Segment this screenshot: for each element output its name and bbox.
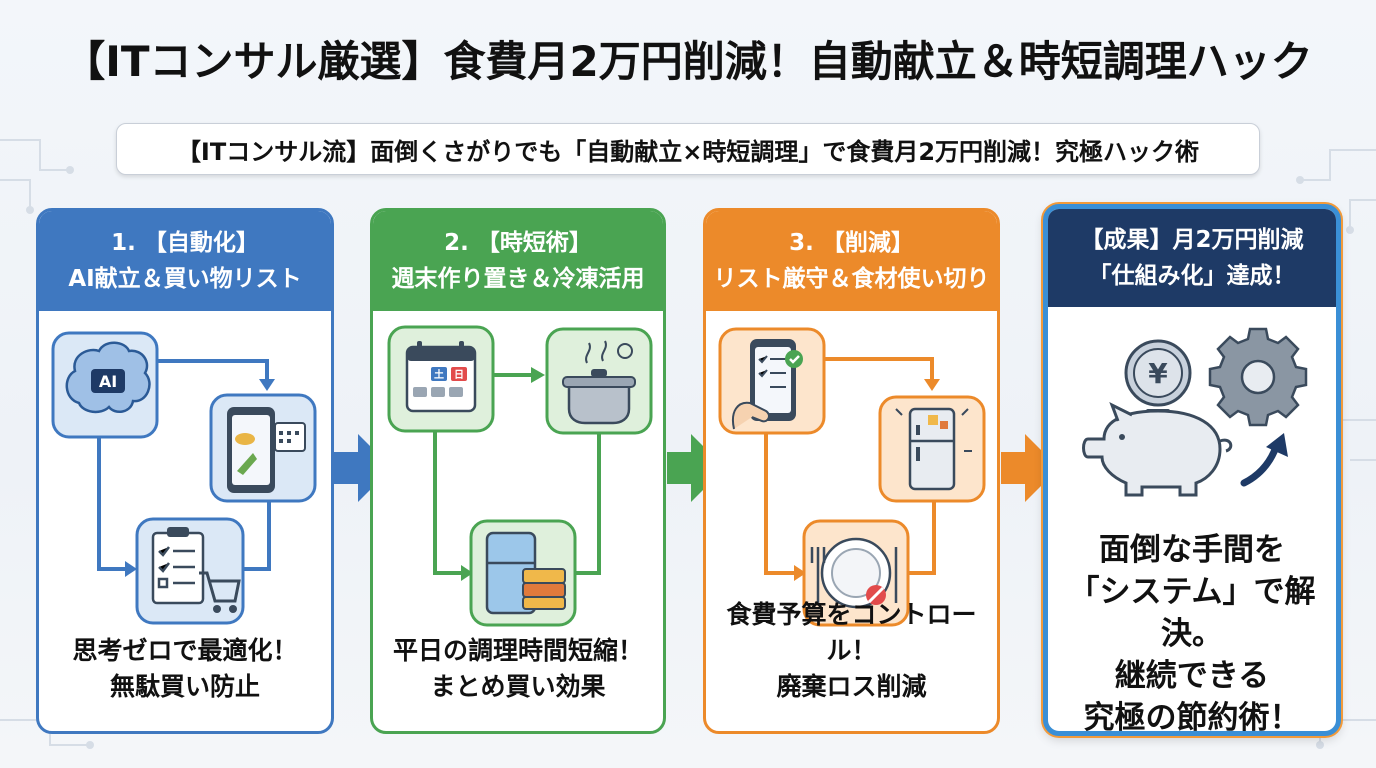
growth-arrow-icon xyxy=(1240,433,1288,487)
step-card-header: 1. 【自動化】 AI献立＆買い物リスト xyxy=(39,211,331,311)
step-card-time-saving: 2. 【時短術】 週末作り置き＆冷凍活用 土 日 xyxy=(370,208,666,734)
step-number-title: 3. 【削減】 xyxy=(789,230,914,256)
result-line-2: 「システム」で解決。 xyxy=(1068,574,1316,652)
step-card-automation: 1. 【自動化】 AI献立＆買い物リスト AI xyxy=(36,208,334,734)
yen-coin-icon: ¥ xyxy=(1124,339,1192,415)
footer-line-2: 無駄買い防止 xyxy=(109,672,260,701)
footer-line-1: 平日の調理時間短縮！ xyxy=(392,636,643,665)
step-card-header: 2. 【時短術】 週末作り置き＆冷凍活用 xyxy=(373,211,663,311)
piggy-bank-icon xyxy=(1082,401,1233,497)
result-title: 【成果】月2万円削減 xyxy=(1080,227,1304,253)
subtitle-text: 【ITコンサル流】面倒くさがりでも「自動献立×時短調理」で食費月2万円削減！究極… xyxy=(176,137,1200,166)
refrigerator-icon xyxy=(878,395,986,503)
footer-line-2: 廃棄ロス削減 xyxy=(776,672,927,701)
cooking-pot-icon xyxy=(545,327,653,435)
empty-plate-icon xyxy=(802,519,910,627)
reduction-flow-illustration xyxy=(718,327,986,627)
step-title: 週末作り置き＆冷凍活用 xyxy=(391,266,645,292)
result-line-4: 究極の節約術！ xyxy=(1083,700,1301,736)
step-number-title: 1. 【自動化】 xyxy=(111,230,259,256)
shopping-list-cart-icon xyxy=(135,517,245,625)
time-saving-flow-illustration: 土 日 xyxy=(387,325,653,627)
subtitle-banner: 【ITコンサル流】面倒くさがりでも「自動献立×時短調理」で食費月2万円削減！究極… xyxy=(116,123,1260,175)
ai-label: AI xyxy=(99,372,117,391)
step-card-footer: 食費予算をコントロール！ 廃棄ロス削減 xyxy=(706,597,997,705)
calendar-icon: 土 日 xyxy=(387,325,495,433)
freezer-containers-icon xyxy=(469,519,577,627)
arrow-right-icon xyxy=(667,434,725,502)
step-number-title: 2. 【時短術】 xyxy=(444,230,592,256)
footer-line-1: 思考ゼロで最適化！ xyxy=(72,636,298,665)
result-card-header: 【成果】月2万円削減 「仕組み化」達成！ xyxy=(1048,209,1336,307)
ai-brain-icon: AI xyxy=(51,331,159,439)
footer-line-1: 食費予算をコントロール！ xyxy=(726,600,977,665)
step-card-header: 3. 【削減】 リスト厳守＆食材使い切り xyxy=(706,211,997,311)
smartphone-recipe-icon xyxy=(209,393,317,503)
result-line-1: 面倒な手間を xyxy=(1099,532,1285,568)
result-message: 面倒な手間を 「システム」で解決。 継続できる 究極の節約術！ xyxy=(1048,529,1336,736)
step-title: リスト厳守＆食材使い切り xyxy=(713,266,990,292)
automation-flow-illustration: AI xyxy=(51,331,317,625)
result-card: 【成果】月2万円削減 「仕組み化」達成！ ¥ xyxy=(1043,204,1341,736)
result-line-3: 継続できる xyxy=(1114,658,1270,694)
checklist-phone-icon xyxy=(718,327,826,435)
savings-illustration: ¥ xyxy=(1082,327,1308,497)
saturday-label: 土 xyxy=(434,368,444,381)
footer-line-2: まとめ買い効果 xyxy=(430,672,606,701)
arrow-right-icon xyxy=(334,434,392,502)
step-card-reduction: 3. 【削減】 リスト厳守＆食材使い切り xyxy=(703,208,1000,734)
page-title: 【ITコンサル厳選】食費月2万円削減！自動献立＆時短調理ハック xyxy=(63,37,1313,86)
yen-symbol: ¥ xyxy=(1148,357,1168,390)
step-title: AI献立＆買い物リスト xyxy=(68,266,302,292)
step-card-footer: 思考ゼロで最適化！ 無駄買い防止 xyxy=(39,633,331,705)
arrow-right-icon xyxy=(1001,434,1059,502)
result-subtitle: 「仕組み化」達成！ xyxy=(1088,263,1296,289)
sunday-label: 日 xyxy=(454,369,464,381)
gear-icon xyxy=(1208,327,1308,427)
step-card-footer: 平日の調理時間短縮！ まとめ買い効果 xyxy=(373,633,663,705)
